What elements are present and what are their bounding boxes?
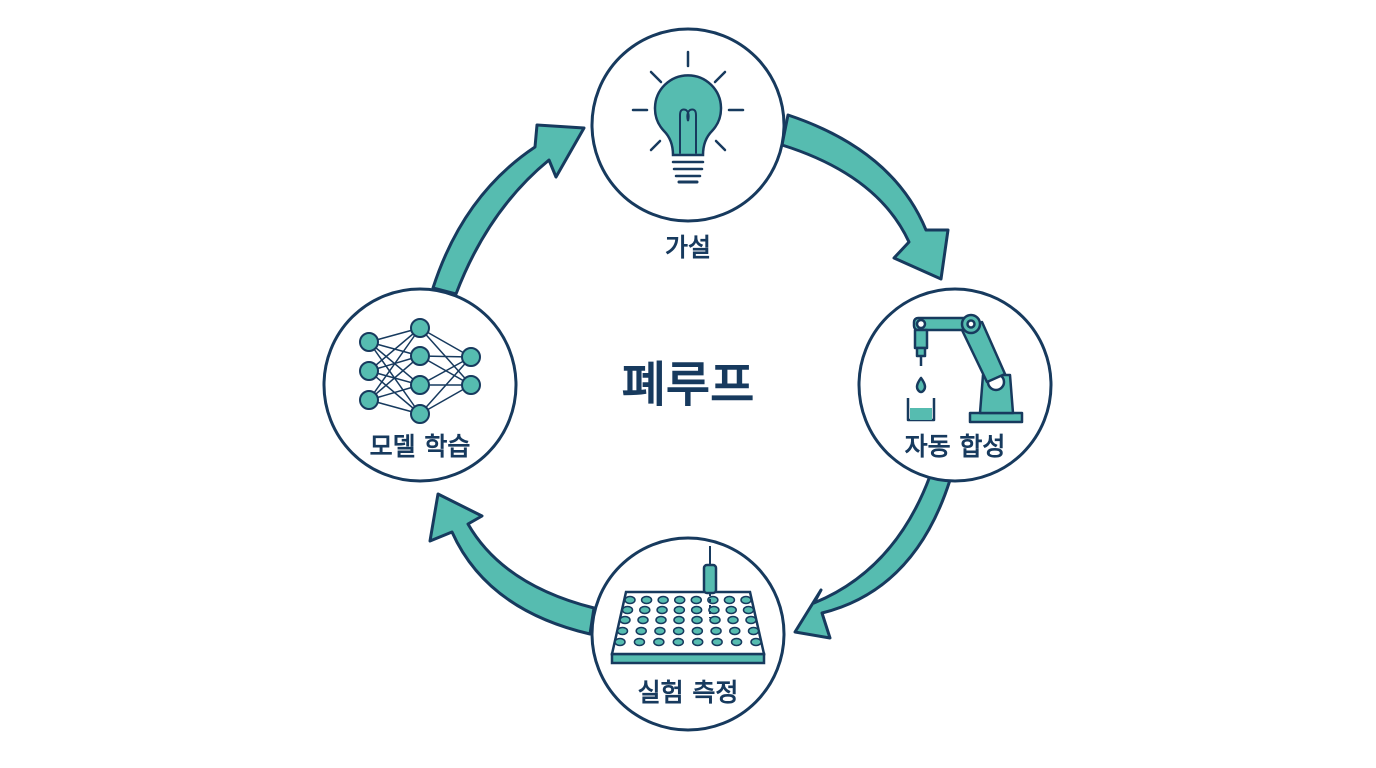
robot-arm-icon — [906, 313, 1024, 424]
well — [729, 626, 741, 636]
nn-node — [410, 404, 430, 424]
well — [690, 595, 703, 605]
node-measurement: 실험 측정 — [590, 536, 786, 732]
well — [725, 605, 737, 615]
well — [691, 615, 703, 625]
well — [639, 605, 651, 615]
well — [747, 626, 760, 636]
nn-node — [359, 361, 379, 381]
well — [614, 637, 626, 647]
node-hypothesis: 가설 — [590, 27, 786, 262]
well — [750, 637, 762, 647]
well — [740, 595, 752, 605]
well — [691, 637, 704, 647]
well — [640, 595, 653, 605]
neural-network-icon — [359, 318, 481, 424]
center-title: 폐루프 — [622, 357, 754, 413]
well — [654, 626, 666, 636]
well — [635, 626, 647, 636]
arrow-synthesis-to-measurement — [793, 474, 952, 640]
well — [624, 595, 636, 605]
well — [656, 605, 668, 615]
well — [723, 595, 736, 605]
well — [619, 615, 631, 625]
well — [690, 605, 703, 615]
arrow-hypothesis-to-synthesis — [780, 113, 950, 281]
nn-node — [359, 332, 379, 352]
arrow-measurement-to-training — [428, 492, 596, 636]
nn-node — [461, 347, 481, 367]
well — [727, 615, 739, 625]
well-grid — [614, 595, 762, 647]
well — [691, 626, 704, 636]
node-label: 모델 학습 — [370, 432, 471, 461]
well — [653, 637, 665, 647]
well — [710, 626, 722, 636]
node-label: 자동 합성 — [905, 432, 1006, 461]
nn-node — [359, 390, 379, 410]
nn-edge — [368, 327, 421, 372]
well — [633, 637, 646, 647]
arrow-training-to-hypothesis — [431, 123, 586, 296]
well — [657, 595, 669, 605]
nn-node — [410, 318, 430, 338]
well — [673, 605, 686, 615]
nn-edge — [419, 356, 472, 415]
well — [621, 605, 634, 615]
nn-edge — [368, 355, 421, 401]
node-label: 가설 — [665, 233, 711, 262]
well — [672, 637, 685, 647]
well-plate-icon — [610, 546, 766, 665]
lightbulb-icon — [631, 50, 745, 184]
node-training: 모델 학습 — [322, 287, 518, 483]
node-synthesis: 자동 합성 — [857, 287, 1053, 483]
well — [655, 615, 667, 625]
nn-node — [410, 375, 430, 395]
well — [673, 615, 685, 625]
well — [730, 637, 743, 647]
nn-node — [461, 375, 481, 395]
node-circle — [857, 287, 1053, 483]
node-label: 실험 측정 — [638, 678, 739, 707]
well — [711, 637, 723, 647]
well — [673, 595, 686, 605]
well — [742, 605, 755, 615]
well — [672, 626, 685, 636]
well — [616, 626, 629, 636]
well — [708, 605, 720, 615]
cycle-arrows — [428, 113, 952, 640]
well — [709, 615, 721, 625]
nn-edge — [368, 327, 421, 401]
nn-node — [410, 346, 430, 366]
well — [745, 615, 757, 625]
well — [637, 615, 649, 625]
